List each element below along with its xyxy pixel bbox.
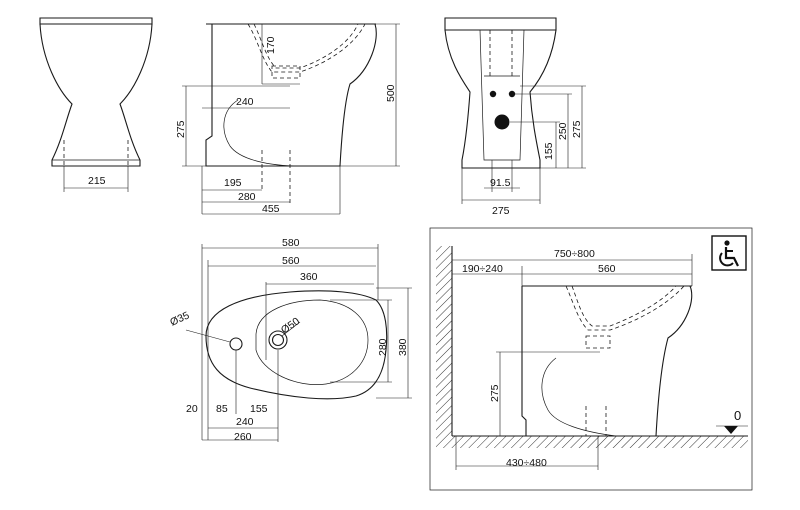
- wall-hatch: [436, 246, 452, 448]
- outlet-ring-outer: [268, 330, 288, 350]
- side-view: 170 500 275 240 195 280 455: [175, 23, 400, 215]
- side-dim-195: 195: [224, 177, 242, 189]
- side-dim-170: 170: [265, 36, 277, 54]
- back-view: 91.5 275 155 250 275: [444, 17, 586, 217]
- wheelchair-icon: [711, 235, 747, 271]
- top-dim-380: 380: [397, 338, 409, 356]
- top-dim-360: 360: [300, 271, 318, 283]
- install-dim-190-240: 190÷240: [462, 263, 503, 275]
- side-dim-455: 455: [262, 203, 280, 215]
- top-dim-85: 85: [216, 403, 228, 415]
- outlet-ring-inner: [271, 333, 285, 347]
- floor-level-label: 0: [734, 408, 741, 423]
- top-dim-580: 580: [282, 237, 300, 249]
- top-dia-50: Ø50: [279, 315, 302, 336]
- left-fixing-hole: [489, 90, 497, 98]
- install-dim-430-480: 430÷480: [506, 457, 547, 469]
- install-dim-275: 275: [489, 384, 501, 402]
- top-view: Ø35 Ø50 580 560 360 280 380 20 85 155 24…: [168, 237, 412, 443]
- back-dim-275-height: 275: [571, 120, 583, 138]
- installation-view: 750÷800 190÷240 560 275 430÷480 0: [429, 227, 753, 491]
- side-dim-240: 240: [236, 96, 254, 108]
- top-dim-560: 560: [282, 255, 300, 267]
- installation-frame: [429, 227, 753, 491]
- top-dim-155: 155: [250, 403, 268, 415]
- top-dim-260: 260: [234, 431, 252, 443]
- install-dim-560: 560: [598, 263, 616, 275]
- back-dim-915: 91.5: [490, 177, 511, 189]
- side-dim-280: 280: [238, 191, 256, 203]
- front-view: 215: [39, 17, 153, 192]
- back-dim-250: 250: [557, 122, 569, 140]
- fixing-hole-35: [229, 337, 243, 351]
- install-dim-750-800: 750÷800: [554, 248, 595, 260]
- back-dim-155: 155: [543, 142, 555, 160]
- top-dim-20: 20: [186, 403, 198, 415]
- side-dim-500: 500: [385, 84, 397, 102]
- floor-level-marker: [724, 426, 738, 434]
- back-dim-275: 275: [492, 205, 510, 217]
- top-dim-240: 240: [236, 416, 254, 428]
- front-width-label: 215: [88, 175, 106, 187]
- side-dim-275: 275: [175, 120, 187, 138]
- outlet-hole: [494, 114, 510, 130]
- floor-hatch: [452, 436, 748, 448]
- top-dim-280: 280: [377, 338, 389, 356]
- top-dia-35: Ø35: [168, 309, 191, 328]
